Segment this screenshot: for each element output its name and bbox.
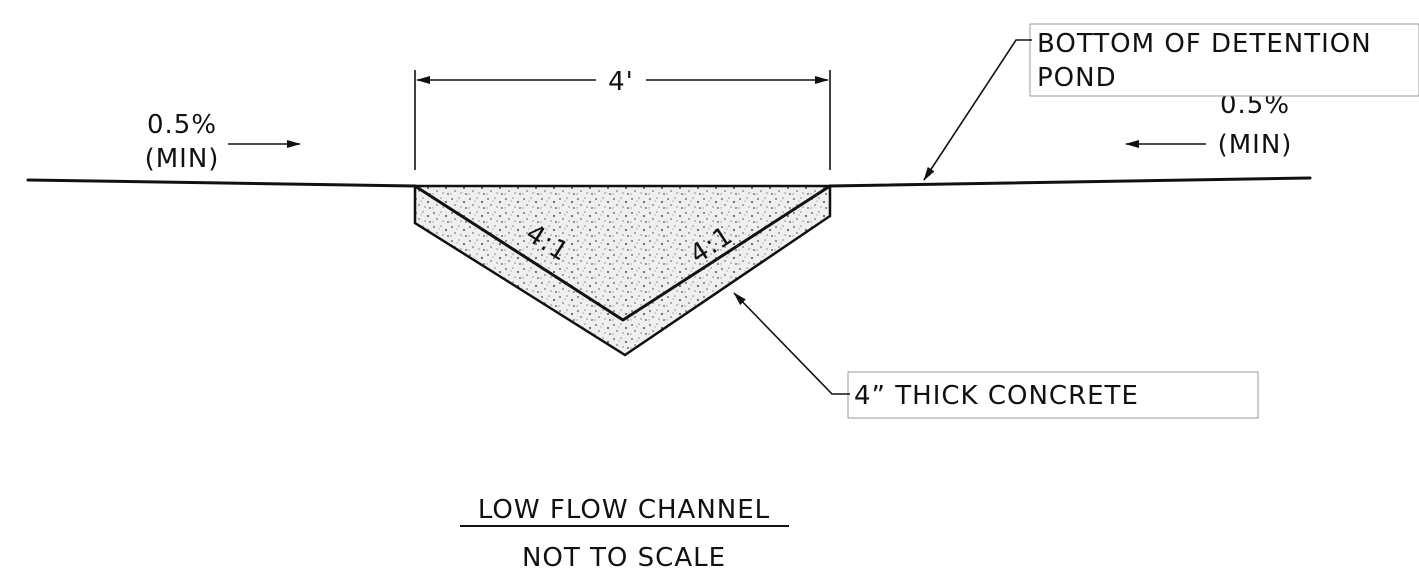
ground-line-right — [828, 176, 1312, 188]
pond-callout-line2: POND — [1037, 63, 1117, 93]
ground-line-left — [26, 178, 417, 188]
right-slope-min: (MIN) — [1218, 130, 1293, 160]
concrete-lining — [413, 184, 832, 357]
concrete-callout-label: 4” THICK CONCRETE — [854, 381, 1139, 411]
detail-title: LOW FLOW CHANNEL — [478, 495, 770, 525]
channel-profile — [413, 184, 832, 322]
concrete-leader-line — [733, 292, 850, 395]
pond-leader-line — [923, 39, 1032, 181]
left-slope-percent: 0.5% — [147, 110, 217, 140]
top-width-label: 4' — [608, 67, 634, 97]
left-slope-min: (MIN) — [145, 144, 220, 174]
pond-callout-line1: BOTTOM OF DETENTION — [1037, 29, 1372, 59]
detail-subtitle: NOT TO SCALE — [522, 543, 726, 573]
concrete-callout-box — [847, 371, 1259, 419]
pond-callout-box — [1029, 23, 1419, 97]
